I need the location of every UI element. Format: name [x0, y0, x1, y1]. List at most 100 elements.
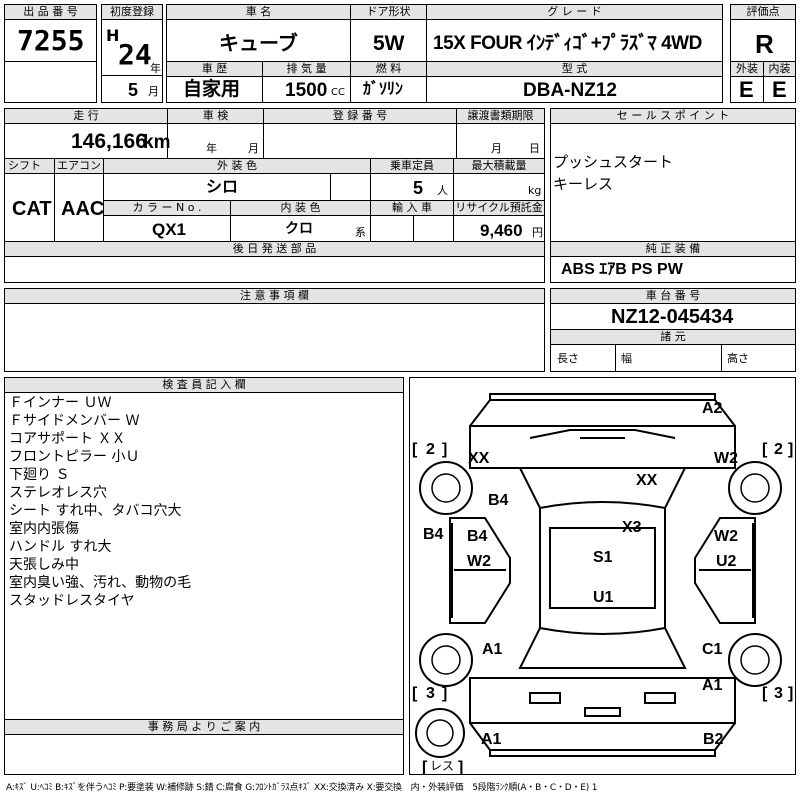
mark-roof-front: S1 — [593, 549, 613, 566]
notes-header: 注 意 事 項 欄 — [5, 289, 544, 304]
recycle-header: リサイクル預託金 — [454, 201, 544, 216]
import-divider — [413, 216, 414, 242]
mark-roof-rear: U1 — [593, 589, 614, 606]
model-header: 型 式 — [427, 62, 722, 77]
shift-cell: シフト CAT — [4, 158, 55, 242]
grade-header: グ レ ー ド — [427, 5, 722, 20]
side-count-bottom-right: 3 — [774, 685, 783, 702]
score-cell: 評価点 R — [730, 4, 796, 62]
exterior-color-cell: 外 装 色 シロ — [103, 158, 371, 201]
side-count-top-right: 2 — [774, 441, 783, 458]
spare-bracket-close: ] — [458, 759, 463, 774]
history: 自家用 — [183, 78, 241, 100]
mark-left-front-fender: B4 — [488, 492, 509, 509]
month-unit: 月 — [148, 85, 159, 98]
interior-color: クロ — [285, 221, 313, 237]
notes-cell: 注 意 事 項 欄 — [4, 288, 545, 372]
aircon: AAC — [61, 198, 105, 220]
exterior-color-divider — [330, 174, 331, 201]
side-count-top-left: 2 — [426, 441, 435, 458]
first-registration-month-cell: 5 月 — [101, 75, 163, 103]
model-cell: 型 式 DBA-NZ12 — [426, 61, 723, 103]
import-header: 輸 入 車 — [371, 201, 453, 216]
color-number-cell: カ ラ ー N o . QX1 — [103, 200, 231, 242]
km-unit: km — [143, 132, 171, 153]
width-label: 幅 — [621, 352, 632, 365]
capacity: 5 — [413, 178, 424, 198]
front-bumper — [469, 399, 736, 427]
inspector-notes-list: Ｆインナー ＵＷ Ｆサイドメンバー Ｗ コアサポート ＸＸ フロントピラー 小Ｕ… — [9, 394, 399, 610]
side-count-bracket-br: [ — [762, 685, 768, 702]
side-count-bracket-tl-close: ] — [442, 441, 447, 458]
dim-divider-1 — [615, 344, 616, 372]
car-name-cell: 車 名 キューブ — [166, 4, 351, 62]
side-count-bracket-bl-close: ] — [442, 685, 447, 702]
chassis-header: 車 台 番 号 — [551, 289, 795, 304]
inspection-month-unit: 月 — [248, 142, 259, 155]
inspector-note: Ｆインナー ＵＷ — [9, 395, 112, 411]
inspection-header: 車 検 — [168, 109, 263, 124]
registration-number-header: 登 録 番 号 — [264, 109, 456, 124]
lot-number-cell: 出 品 番 号 7255 — [4, 4, 97, 62]
spare-tire-label: レス — [430, 759, 455, 773]
interior-color-cell: 内 装 色 クロ 系 — [230, 200, 371, 242]
office-notice-cell: 事 務 局 よ り ご 案 内 — [4, 719, 404, 775]
score: R — [755, 29, 774, 59]
standard-equipment: ABS ｴｱB PS PW — [561, 261, 683, 278]
model-code: DBA-NZ12 — [523, 80, 617, 101]
aircon-cell: エアコン AAC — [54, 158, 104, 242]
side-count-bracket-tl: [ — [412, 441, 418, 458]
side-count-bracket-bl: [ — [412, 685, 418, 702]
transfer-deadline-cell: 譲渡書類期限 月 日 — [456, 108, 545, 159]
era-letter: H — [106, 26, 120, 45]
side-count-bracket-tr-close: ] — [788, 441, 793, 458]
shift-header: シフト — [5, 159, 54, 174]
deadline-day-unit: 日 — [529, 142, 540, 155]
mark-left-front-door-b: W2 — [467, 553, 491, 570]
side-count-bracket-tr: [ — [762, 441, 768, 458]
chassis-cell: 車 台 番 号 NZ12-045434 諸 元 長さ 幅 高さ — [550, 288, 796, 372]
exterior-header: 外装 — [731, 62, 763, 77]
tire-spare — [415, 708, 465, 758]
tire-front-left — [419, 461, 473, 515]
side-count-bottom-left: 3 — [426, 685, 435, 702]
inspector-note: シート すれ中、タバコ穴大 — [9, 503, 182, 519]
capacity-cell: 乗車定員 5 人 — [370, 158, 454, 201]
cc-unit: CC — [331, 87, 345, 98]
max-load-cell: 最大積載量 kg — [453, 158, 545, 201]
office-notice-header: 事 務 局 よ り ご 案 内 — [5, 720, 403, 735]
registration-year: 24 — [118, 38, 152, 71]
mark-left-front-door-a: B4 — [467, 528, 488, 545]
aircon-header: エアコン — [55, 159, 103, 174]
inspector-note: ステレオレス穴 — [9, 485, 107, 501]
car-diagram-panel: [ ] [ ] [ ] [ ] [ ] A2 XX W2 XX B4 B4 B4… — [409, 377, 796, 775]
mark-right-rear-tire: A1 — [702, 677, 723, 694]
color-number-header: カ ラ ー N o . — [104, 201, 230, 216]
car-name-header: 車 名 — [167, 5, 350, 20]
mileage-cell: 走 行 146,166 km — [4, 108, 171, 159]
shift: CAT — [12, 198, 52, 220]
left-side-body — [449, 517, 511, 624]
sales-point-header: セ ー ル ス ポ イ ン ト — [551, 109, 795, 124]
mark-right-rear-quarter: C1 — [702, 641, 723, 658]
inspector-note: 室内内張傷 — [9, 521, 79, 537]
tire-rear-left — [419, 633, 473, 687]
inspection-cell: 車 検 年 月 — [167, 108, 264, 159]
sales-point-1: プッシュスタート — [553, 153, 674, 171]
mark-right-front-door-b: U2 — [716, 553, 737, 570]
recycle-deposit: 9,460 — [480, 221, 523, 240]
inspector-note: Ｆサイドメンバー Ｗ — [9, 413, 140, 429]
tire-rear-right — [728, 633, 782, 687]
history-header: 車 歴 — [167, 62, 262, 77]
mark-left-a-pillar: B4 — [423, 526, 444, 543]
interior-color-unit: 系 — [355, 226, 366, 239]
side-count-bracket-br-close: ] — [788, 685, 793, 702]
inspector-note: スタッドレスタイヤ — [9, 593, 135, 609]
mark-right-front-tire: W2 — [714, 450, 738, 467]
import-cell: 輸 入 車 — [370, 200, 454, 242]
lot-number-header: 出 品 番 号 — [5, 5, 96, 20]
body-top-view — [518, 467, 687, 669]
deadline-month-unit: 月 — [491, 142, 502, 155]
chassis-number: NZ12-045434 — [611, 306, 734, 328]
inspector-notes-header: 検 査 員 記 入 欄 — [5, 378, 403, 393]
